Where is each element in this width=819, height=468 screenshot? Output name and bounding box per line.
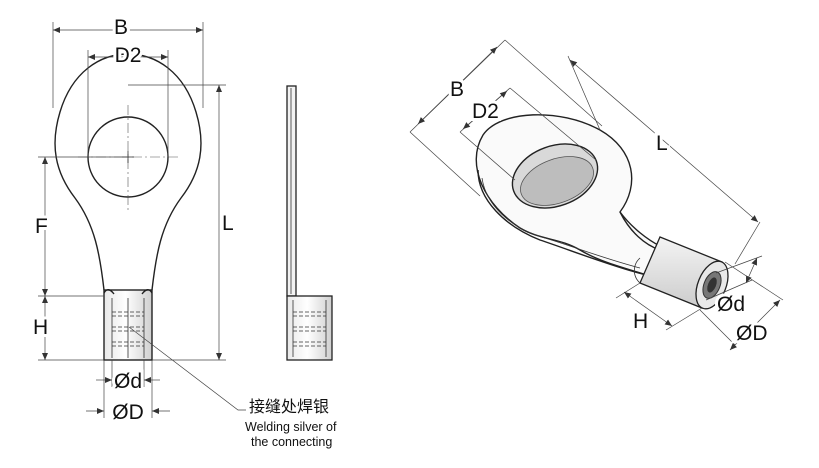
front-dim-L: L [222,212,234,235]
front-dim-F: F [35,215,48,238]
iso-dim-d: Ød [717,293,745,316]
weld-callout: 接缝处焊银 Welding silver of the connecting [245,397,337,449]
iso-dim-D2: D2 [472,100,499,123]
iso-dim-B: B [450,78,464,101]
callout-chinese: 接缝处焊银 [249,397,329,416]
iso-dim-L: L [656,132,668,155]
callout-english-line1: Welding silver of [245,420,337,434]
front-dim-B: B [114,16,128,39]
side-barrel [286,295,333,361]
iso-view: B D2 L H Ød ØD [409,39,784,351]
side-view [286,85,333,361]
front-dim-H: H [33,316,48,339]
front-dim-D2: D2 [115,44,142,67]
iso-dim-D: ØD [736,322,768,345]
front-dim-D: ØD [112,401,144,424]
callout-english-line2: the connecting [251,435,332,449]
iso-dim-H: H [633,310,648,333]
front-dim-d: Ød [114,370,142,393]
front-view: B D2 L F H Ød ØD [30,13,246,427]
